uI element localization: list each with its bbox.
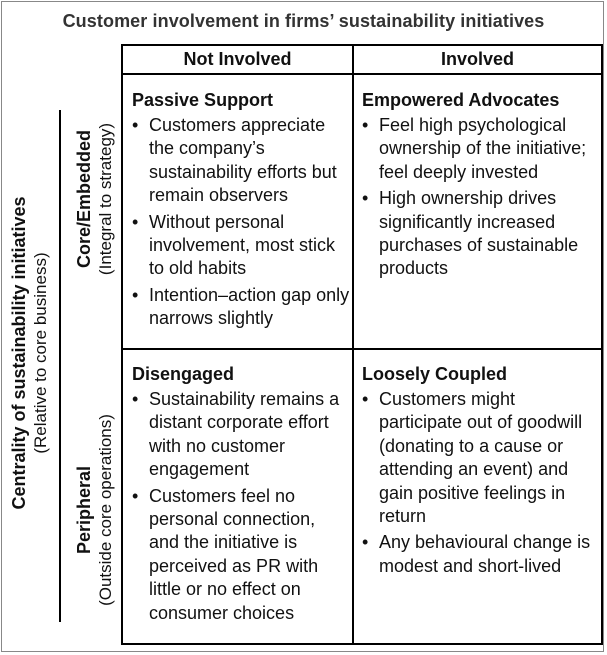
row-title-peripheral: Peripheral <box>74 465 94 555</box>
bullet-icon: • <box>132 284 139 305</box>
bullet-list: •Customers might participate out of good… <box>362 388 598 578</box>
axis-label: Centrality of sustainability initiatives… <box>9 73 55 633</box>
bullet-icon: • <box>132 115 139 135</box>
axis-bracket-line <box>59 110 61 622</box>
cell-heading: Disengaged <box>132 364 235 384</box>
cell-heading: Loosely Coupled <box>362 364 508 384</box>
bullet-icon: • <box>362 532 369 553</box>
cell-heading: Empowered Advocates <box>362 90 560 110</box>
list-item: •Any behavioural change is modest and sh… <box>362 532 591 576</box>
bullet-icon: • <box>132 211 139 232</box>
bullet-icon: • <box>132 485 139 506</box>
list-item: •Intention–action gap only narrows sligh… <box>132 284 350 329</box>
column-header-not-involved: Not Involved <box>183 49 292 69</box>
list-item: •Without personal involvement, most stic… <box>132 211 336 279</box>
row-subtitle-core: (Integral to strategy) <box>96 122 115 276</box>
row-title-core: Core/Embedded <box>74 129 94 269</box>
grid-bottom-line <box>121 643 603 645</box>
cell-heading: Passive Support <box>132 90 274 110</box>
list-item: •Customers might participate out of good… <box>362 389 583 527</box>
axis-title: Centrality of sustainability initiatives <box>9 196 29 510</box>
list-item: •Sustainability remains a distant corpor… <box>132 389 340 480</box>
row-label-peripheral: Peripheral (Outside core operations) <box>74 375 120 645</box>
cell-disengaged: Disengaged •Sustainability remains a dis… <box>132 362 350 628</box>
bullet-list: •Feel high psychological ownership of th… <box>362 114 596 281</box>
bullet-icon: • <box>132 389 139 409</box>
bullet-list: •Customers appreciate the company’s sust… <box>132 114 350 331</box>
axis-subtitle: (Relative to core business) <box>31 252 50 454</box>
row-divider-line <box>121 348 603 350</box>
diagram-title: Customer involvement in firms’ sustainab… <box>62 11 545 31</box>
bullet-list: •Sustainability remains a distant corpor… <box>132 388 350 625</box>
list-item: •Feel high psychological ownership of th… <box>362 115 587 182</box>
bullet-icon: • <box>362 115 369 135</box>
bullet-icon: • <box>362 188 369 209</box>
column-header-involved: Involved <box>440 49 515 69</box>
grid-top-line <box>121 44 603 46</box>
grid-right-line <box>601 44 603 645</box>
column-divider-line <box>352 44 354 645</box>
row-label-core: Core/Embedded (Integral to strategy) <box>74 69 120 329</box>
list-item: •Customers appreciate the company’s sust… <box>132 115 337 206</box>
list-item: •Customers feel no personal connection, … <box>132 485 319 623</box>
cell-empowered-advocates: Empowered Advocates •Feel high psycholog… <box>362 88 596 284</box>
bullet-icon: • <box>362 389 369 409</box>
header-divider-line <box>121 73 603 75</box>
cell-passive-support: Passive Support •Customers appreciate th… <box>132 88 350 334</box>
grid-left-line <box>121 44 123 645</box>
cell-loosely-coupled: Loosely Coupled •Customers might partici… <box>362 362 598 581</box>
row-subtitle-peripheral: (Outside core operations) <box>96 414 115 606</box>
list-item: •High ownership drives significantly inc… <box>362 188 579 279</box>
